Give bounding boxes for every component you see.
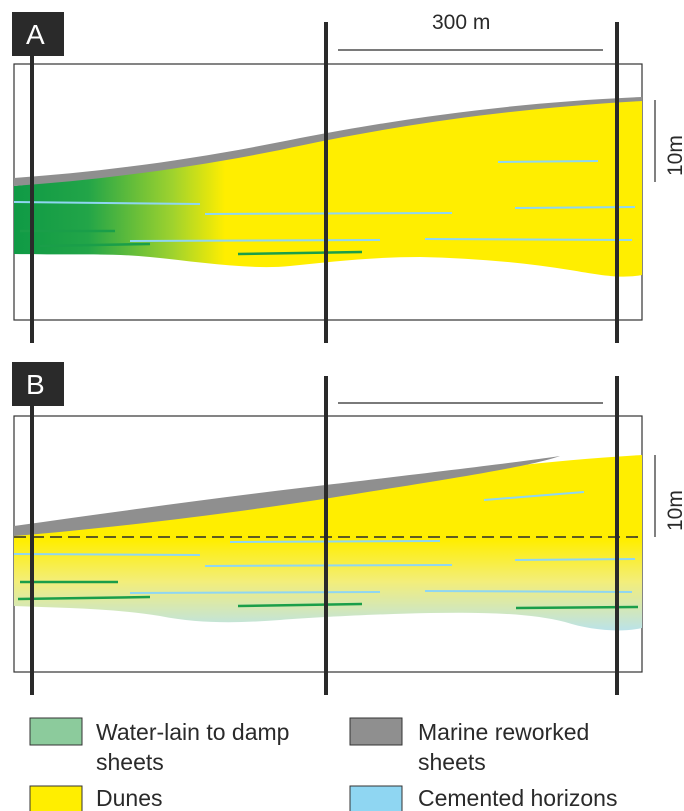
panel-b-cemented-horizons	[13, 491, 636, 594]
panel-a-vertical-scale-label: 10m	[664, 135, 684, 176]
legend-swatch-dunes	[29, 785, 83, 811]
panel-b-damp-sheet	[515, 605, 639, 610]
panel-b-damp-sheet	[17, 595, 151, 601]
panel-a-section-lines	[30, 22, 619, 343]
panel-a-cemented-horizon	[129, 239, 381, 242]
panel-b-cemented-horizon	[229, 540, 441, 543]
panel-a-cemented-horizon	[204, 212, 453, 215]
legend-label-damp-sheets-line1: Water-lain to damp	[96, 719, 289, 745]
legend-swatch-damp-sheets	[29, 717, 83, 746]
legend-label-marine-sheets-line1: Marine reworked	[418, 719, 589, 745]
panel-a-cemented-horizon	[13, 201, 201, 205]
panel-b-cemented-horizon	[204, 564, 453, 567]
panel-b-cemented-horizon	[13, 553, 201, 556]
legend-item-dunes: Dunes	[29, 785, 162, 811]
panel-b-marine-sheet	[14, 456, 560, 536]
panel-b-section-lines	[30, 376, 619, 695]
panel-b: B 10m	[12, 362, 684, 695]
panel-a-cemented-horizon	[497, 160, 599, 163]
panel-b-label-box	[12, 362, 64, 406]
legend-item-damp-sheets: Water-lain to damp sheets	[29, 717, 289, 775]
legend-swatch-marine-sheets	[349, 717, 403, 746]
panel-a-cemented-horizons	[13, 160, 636, 242]
panel-b-vertical-scale-label: 10m	[664, 490, 684, 531]
panel-b-label: B	[26, 369, 45, 400]
legend-label-cemented: Cemented horizons	[418, 785, 617, 811]
panel-a-label-box	[12, 12, 64, 56]
legend: Water-lain to damp sheets Marine reworke…	[29, 717, 617, 811]
panel-a-damp-sheet	[237, 250, 363, 256]
panel-a-marine-sheet	[14, 97, 642, 186]
legend-label-dunes: Dunes	[96, 785, 162, 811]
panel-b-cemented-horizon	[129, 591, 381, 594]
legend-label-marine-sheets-line2: sheets	[418, 749, 486, 775]
legend-item-cemented: Cemented horizons	[349, 785, 617, 811]
panel-b-cemented-horizon	[483, 491, 585, 501]
panel-b-damp-sheet	[237, 602, 363, 608]
legend-label-damp-sheets-line2: sheets	[96, 749, 164, 775]
panel-a: A 300 m 10m	[12, 11, 684, 343]
panel-a-scale-label: 300 m	[432, 11, 490, 34]
legend-swatch-cemented	[349, 785, 403, 811]
panel-b-cemented-horizon	[424, 590, 633, 593]
legend-item-marine-sheets: Marine reworked sheets	[349, 717, 589, 775]
panel-a-cemented-horizon	[424, 238, 633, 241]
panel-a-damp-sheets	[20, 229, 363, 256]
panel-a-damp-sheet	[39, 242, 151, 248]
panel-a-label: A	[26, 19, 45, 50]
